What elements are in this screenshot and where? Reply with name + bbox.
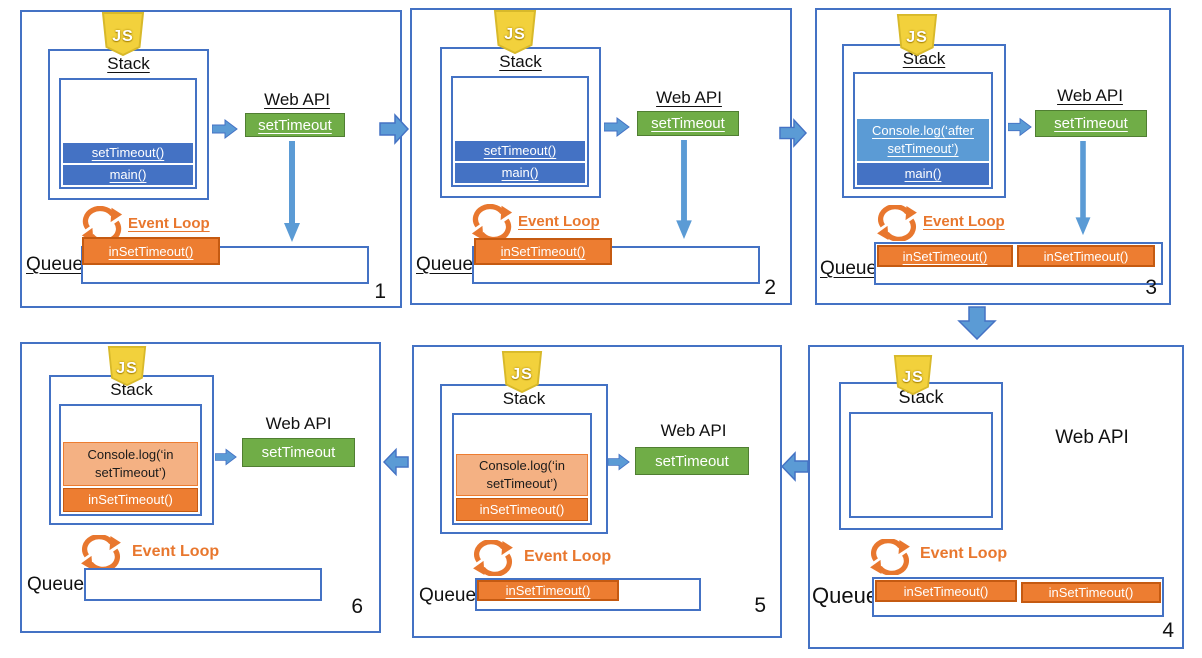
call-stack: [849, 412, 993, 518]
stack-container: Stack Console.log(‘after setTimeout’) ma…: [842, 44, 1006, 198]
panel-step-1: JS Stack setTimeout() main() Web API set…: [20, 10, 402, 308]
down-arrow-icon: [283, 141, 301, 243]
call-stack: Console.log(‘in setTimeout’) inSetTimeou…: [452, 413, 592, 525]
queue-label: Queue: [820, 258, 878, 279]
right-arrow-icon: [211, 118, 238, 140]
stack-container: Stack Console.log(‘in setTimeout’) inSet…: [49, 375, 214, 525]
event-loop-label: Event Loop: [518, 213, 600, 230]
panel-step-2: JS Stack setTimeout() main() Web API set…: [410, 8, 792, 305]
web-api-settimeout-box: setTimeout: [637, 111, 739, 136]
step-number: 5: [754, 594, 766, 617]
stack-item: Console.log(‘after setTimeout’): [857, 119, 989, 161]
stack-container: Stack setTimeout() main(): [48, 49, 209, 200]
stack-item: setTimeout(): [63, 143, 193, 163]
step-number: 3: [1145, 276, 1157, 299]
event-loop-label: Event Loop: [128, 215, 210, 232]
web-api-settimeout-box: setTimeout: [245, 113, 345, 137]
event-loop-icon: [470, 203, 514, 243]
web-api-label: Web API: [264, 90, 330, 109]
js-logo-icon: JS: [500, 351, 544, 394]
step-number: 2: [764, 276, 776, 299]
queue-item: inSetTimeout(): [1021, 582, 1161, 603]
web-api-label: Web API: [265, 414, 332, 433]
web-api-label: Web API: [660, 421, 727, 440]
right-arrow-icon: [214, 448, 237, 466]
event-loop-label: Event Loop: [920, 545, 1008, 562]
flow-arrow-left-icon: [780, 450, 809, 483]
event-loop-icon: [875, 204, 919, 242]
event-loop-icon: [470, 539, 516, 577]
flow-arrow-down-icon: [957, 306, 997, 341]
flow-arrow-right-icon: [779, 115, 808, 151]
js-logo-label: JS: [112, 27, 134, 45]
js-logo-icon: JS: [106, 346, 148, 387]
js-logo-label: JS: [504, 25, 526, 43]
stack-container: Stack: [839, 382, 1003, 530]
stack-title: Stack: [107, 54, 150, 73]
queue-item: inSetTimeout(): [477, 580, 619, 601]
web-api-settimeout-box: setTimeout: [635, 447, 749, 475]
event-loop-label: Event Loop: [132, 543, 220, 560]
stack-item: Console.log(‘in setTimeout’): [456, 454, 588, 496]
event-loop-icon: [867, 538, 913, 576]
queue-label: Queue: [812, 583, 879, 608]
stack-item: inSetTimeout(): [63, 488, 198, 512]
stack-container: Stack setTimeout() main(): [440, 47, 601, 198]
flow-arrow-left-icon: [382, 446, 409, 478]
js-logo-icon: JS: [895, 14, 939, 57]
stack-title: Stack: [499, 52, 542, 71]
js-logo-label: JS: [902, 368, 924, 386]
stack-item: main(): [455, 163, 585, 183]
event-loop-label: Event Loop: [524, 548, 612, 565]
js-logo-icon: JS: [100, 12, 146, 57]
panel-step-6: JS Stack Console.log(‘in setTimeout’) in…: [20, 342, 381, 633]
stack-container: Stack Console.log(‘in setTimeout’) inSet…: [440, 384, 608, 534]
call-stack: Console.log(‘after setTimeout’) main(): [853, 72, 993, 189]
queue-label: Queue: [419, 585, 477, 606]
down-arrow-icon: [1074, 141, 1092, 236]
flow-arrow-right-icon: [379, 112, 410, 146]
web-api-label: Web API: [1055, 427, 1129, 448]
js-logo-label: JS: [511, 365, 533, 383]
queue-box: [84, 568, 322, 601]
queue-label: Queue: [26, 254, 84, 275]
step-number: 6: [351, 595, 363, 618]
queue-item: inSetTimeout(): [82, 237, 220, 265]
stack-item: Console.log(‘in setTimeout’): [63, 442, 198, 486]
event-loop-icon: [78, 534, 124, 572]
js-logo-icon: JS: [492, 10, 538, 55]
stack-item: main(): [857, 163, 989, 185]
web-api-label: Web API: [656, 88, 722, 107]
queue-label: Queue: [416, 254, 474, 275]
js-logo-label: JS: [906, 28, 928, 46]
event-loop-label: Event Loop: [923, 213, 1005, 230]
panel-step-5: JS Stack Console.log(‘in setTimeout’) in…: [412, 345, 782, 638]
stack-item: inSetTimeout(): [456, 498, 588, 521]
call-stack: Console.log(‘in setTimeout’) inSetTimeou…: [59, 404, 202, 516]
right-arrow-icon: [603, 116, 630, 138]
right-arrow-icon: [607, 453, 630, 471]
call-stack: setTimeout() main(): [451, 76, 589, 187]
stack-item: setTimeout(): [455, 141, 585, 161]
step-number: 4: [1162, 619, 1174, 642]
web-api-label: Web API: [1057, 86, 1123, 105]
js-logo-label: JS: [116, 359, 138, 377]
stack-item: main(): [63, 165, 193, 185]
right-arrow-icon: [1007, 117, 1032, 137]
queue-item: inSetTimeout(): [1017, 245, 1155, 267]
queue-label: Queue: [27, 574, 85, 595]
panel-step-4: JS Stack Web API Event Loop Queue inSetT…: [808, 345, 1184, 649]
step-number: 1: [374, 280, 386, 303]
queue-item: inSetTimeout(): [474, 238, 612, 265]
queue-item: inSetTimeout(): [875, 580, 1017, 602]
call-stack: setTimeout() main(): [59, 78, 197, 189]
queue-item: inSetTimeout(): [877, 245, 1013, 267]
web-api-settimeout-box: setTimeout: [242, 438, 355, 467]
js-logo-icon: JS: [892, 355, 934, 396]
down-arrow-icon: [675, 140, 693, 240]
web-api-settimeout-box: setTimeout: [1035, 110, 1147, 137]
panel-step-3: JS Stack Console.log(‘after setTimeout’)…: [815, 8, 1171, 305]
stack-title: Stack: [110, 380, 153, 399]
stack-title: Stack: [502, 389, 546, 408]
